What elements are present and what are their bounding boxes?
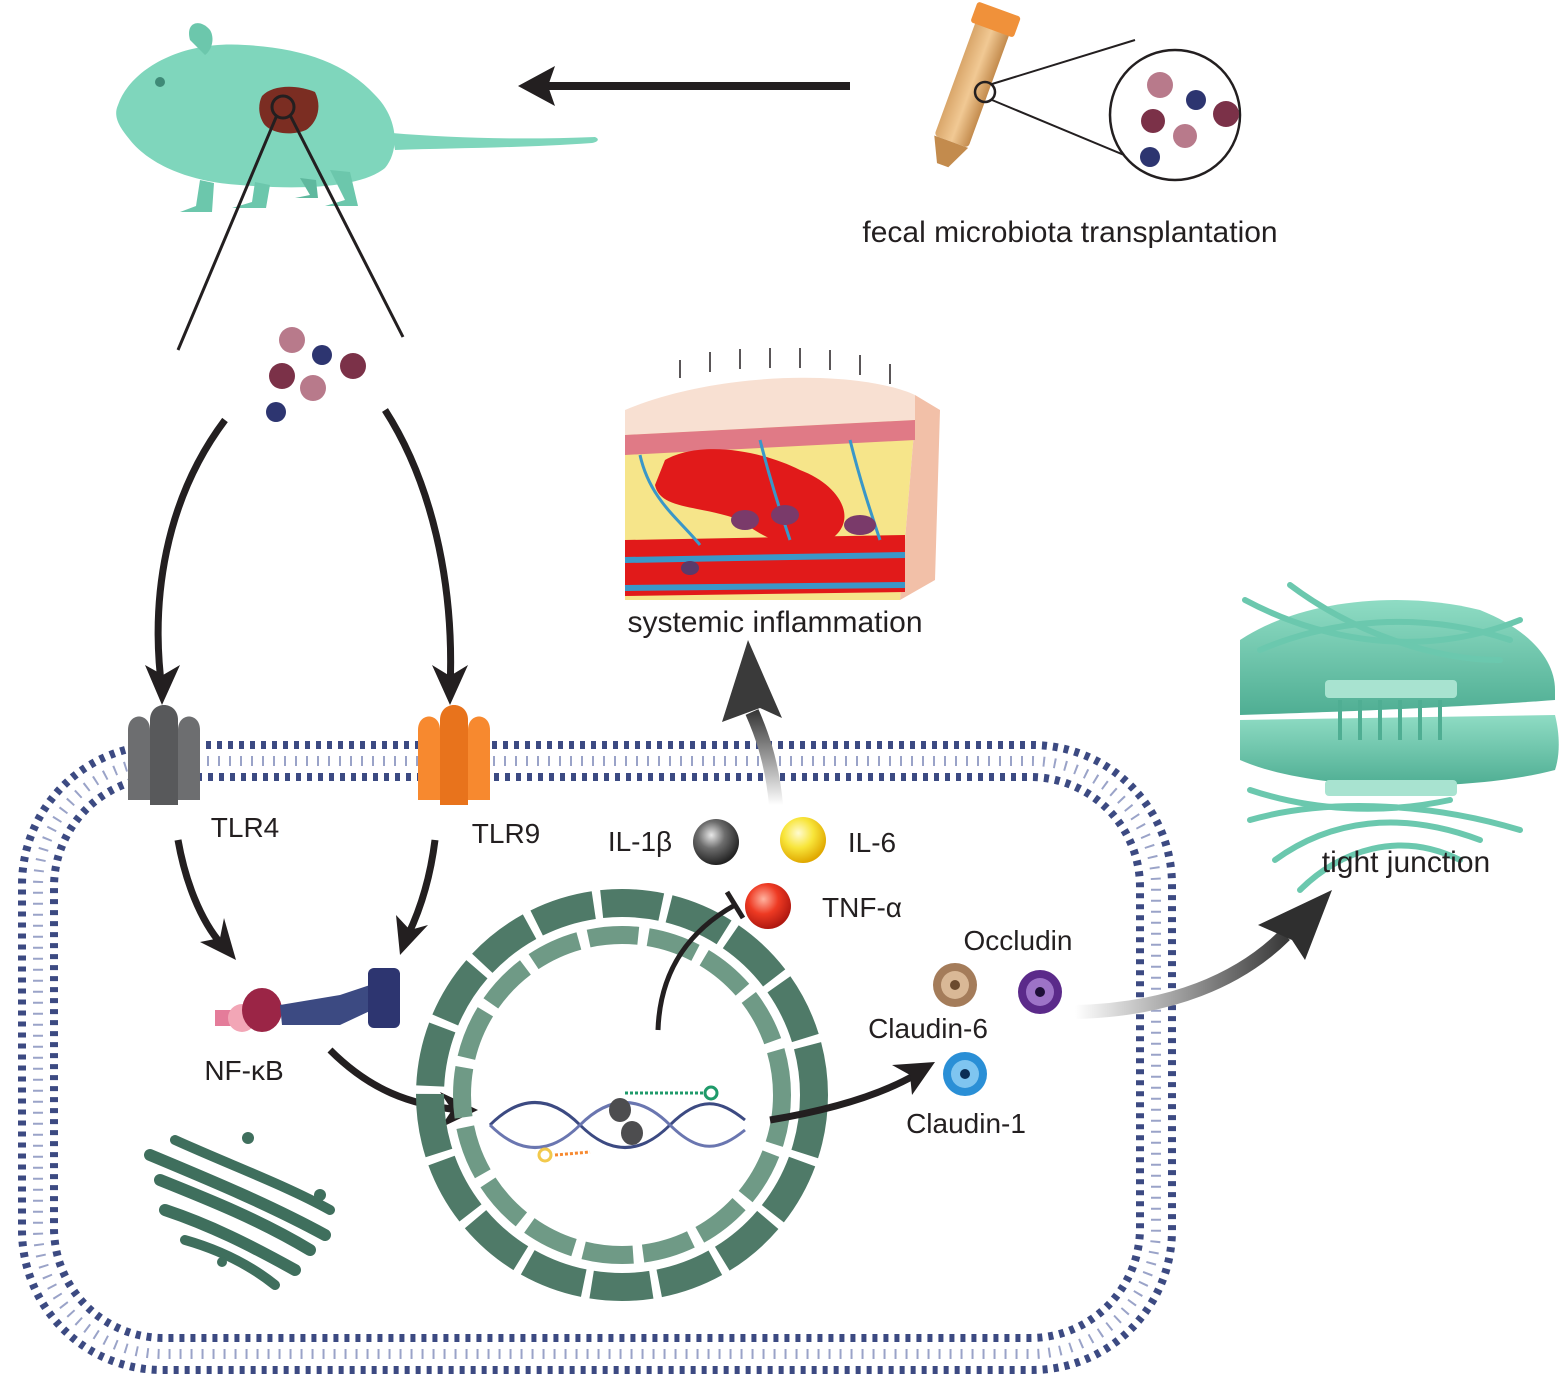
arrow-to-tlr4 xyxy=(154,417,228,691)
cell-membrane xyxy=(18,741,1176,1374)
occludin-label: Occludin xyxy=(964,925,1073,956)
arrow-to-tight-junction xyxy=(1074,930,1290,1019)
claudin1-molecule-icon xyxy=(943,1052,987,1096)
inhibition-line xyxy=(655,902,737,1031)
il1b-label: IL-1β xyxy=(608,826,672,857)
arrow-tlr9-nfkb xyxy=(404,839,439,937)
tnfa-molecule-icon xyxy=(745,883,791,929)
dna-icon xyxy=(488,1085,746,1163)
il1b-molecule-icon xyxy=(693,819,739,865)
tlr9-label: TLR9 xyxy=(472,818,540,849)
fmt-arrow-head xyxy=(518,66,555,106)
tnfa-label: TNF-α xyxy=(822,892,902,923)
tlr9-receptor-icon xyxy=(418,705,490,805)
tlr4-receptor-icon xyxy=(128,705,200,805)
claudin6-molecule-icon xyxy=(933,963,977,1007)
skin-tissue-icon xyxy=(624,348,940,600)
nfkb-label: NF-κB xyxy=(204,1055,283,1086)
arrow-tlr4-nfkb xyxy=(174,839,225,948)
mouse-icon xyxy=(116,23,598,212)
zoom-line-right xyxy=(288,114,405,338)
tlr4-label: TLR4 xyxy=(211,812,279,843)
arrow-nucleus-claudins xyxy=(769,1071,917,1124)
nfkb-complex-icon xyxy=(215,968,400,1032)
fecal-tube-icon xyxy=(934,2,1242,182)
arrow-to-inflammation xyxy=(745,709,783,806)
zoom-line-left xyxy=(176,114,279,351)
occludin-molecule-icon xyxy=(1018,970,1062,1014)
golgi-icon xyxy=(144,1132,335,1290)
il6-label: IL-6 xyxy=(848,827,896,858)
microbe-cluster-icon xyxy=(266,327,366,422)
arrow-to-tlr9 xyxy=(382,408,455,691)
tight-junction-icon xyxy=(1240,582,1559,893)
il6-molecule-icon xyxy=(780,817,826,863)
fmt-label: fecal microbiota transplantation xyxy=(862,216,1277,249)
claudin6-label: Claudin-6 xyxy=(868,1013,988,1044)
nucleus-icon xyxy=(416,889,828,1301)
tight-junction-label: tight junction xyxy=(1322,846,1490,879)
inflammation-label: systemic inflammation xyxy=(627,606,922,639)
claudin1-label: Claudin-1 xyxy=(906,1108,1026,1139)
